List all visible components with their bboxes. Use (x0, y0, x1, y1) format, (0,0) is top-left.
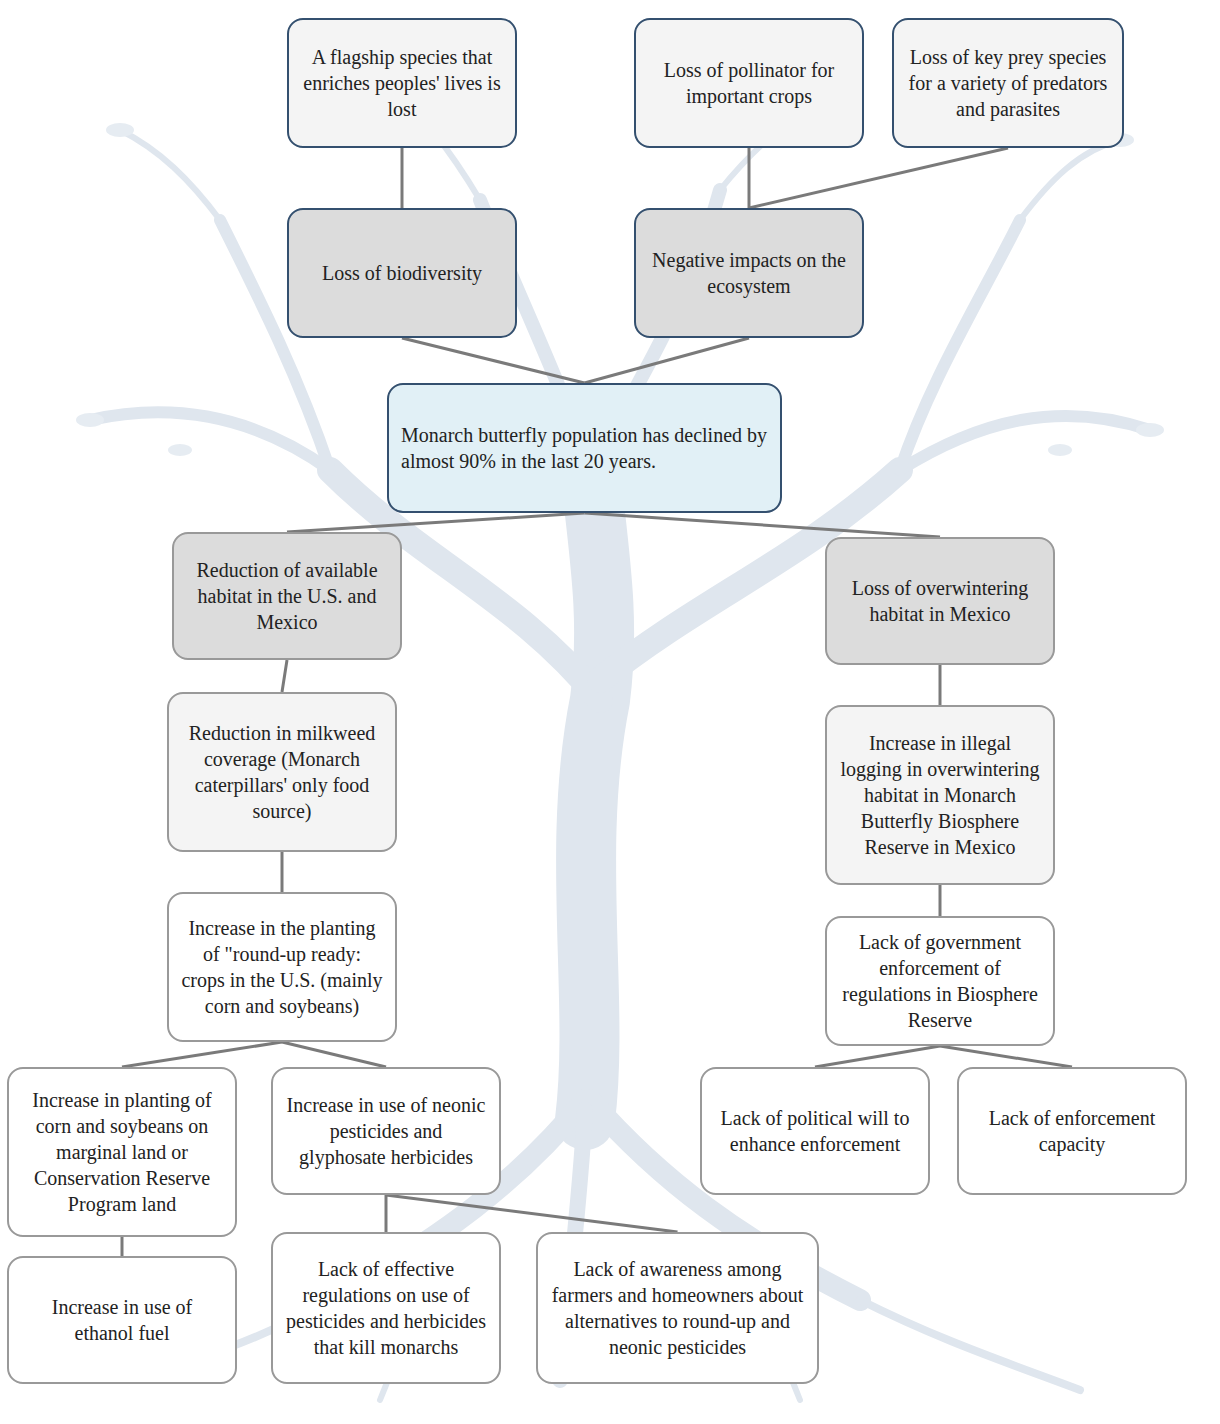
problem-box: Reduction of available habitat in the U.… (172, 532, 402, 660)
connector-line (815, 1046, 940, 1067)
problem-box: Increase in use of neonic pesticides and… (271, 1067, 501, 1195)
problem-box: Loss of pollinator for important crops (634, 18, 864, 148)
problem-box: Loss of key prey species for a variety o… (892, 18, 1124, 148)
box-text: Increase in use of ethanol fuel (21, 1294, 223, 1346)
connector-line (939, 885, 942, 916)
problem-box: Increase in use of ethanol fuel (7, 1256, 237, 1384)
connector-line (748, 148, 751, 208)
problem-box: Increase in planting of corn and soybean… (7, 1067, 237, 1237)
box-text: Reduction in milkweed coverage (Monarch … (181, 720, 383, 824)
problem-box: Lack of effective regulations on use of … (271, 1232, 501, 1384)
tree-branches (90, 80, 1150, 1400)
box-text: Reduction of available habitat in the U.… (186, 557, 388, 635)
problem-box: Monarch butterfly population has decline… (387, 383, 782, 513)
problem-box: Increase in illegal logging in overwinte… (825, 705, 1055, 885)
box-text: Loss of pollinator for important crops (648, 57, 850, 109)
box-text: Lack of effective regulations on use of … (285, 1256, 487, 1360)
box-text: Increase in use of neonic pesticides and… (285, 1092, 487, 1170)
connector-line (122, 1042, 282, 1067)
connector-line (287, 513, 585, 532)
box-text: Increase in the planting of "round-up re… (181, 915, 383, 1019)
problem-box: Lack of political will to enhance enforc… (700, 1067, 930, 1195)
box-text: Negative impacts on the ecosystem (648, 247, 850, 299)
box-text: Loss of biodiversity (301, 260, 503, 286)
connector-line (385, 1195, 388, 1232)
problem-box: Lack of government enforcement of regula… (825, 916, 1055, 1046)
connector-line (402, 338, 585, 383)
connector-line (121, 1237, 124, 1256)
connector-line (940, 1046, 1072, 1067)
connector-line (585, 513, 941, 537)
box-text: A flagship species that enriches peoples… (301, 44, 503, 122)
box-text: Monarch butterfly population has decline… (401, 422, 768, 474)
problem-box: Loss of biodiversity (287, 208, 517, 338)
connector-line (386, 1195, 678, 1232)
problem-box: Lack of awareness among farmers and home… (536, 1232, 819, 1384)
problem-box: Lack of enforcement capacity (957, 1067, 1187, 1195)
box-text: Lack of enforcement capacity (971, 1105, 1173, 1157)
problem-box: A flagship species that enriches peoples… (287, 18, 517, 148)
connector-line (939, 665, 942, 705)
box-text: Lack of government enforcement of regula… (839, 929, 1041, 1033)
box-text: Increase in planting of corn and soybean… (21, 1087, 223, 1217)
connector-line (281, 852, 284, 892)
problem-box: Loss of overwintering habitat in Mexico (825, 537, 1055, 665)
box-text: Increase in illegal logging in overwinte… (839, 730, 1041, 860)
connector-line (282, 660, 287, 692)
box-text: Loss of key prey species for a variety o… (906, 44, 1110, 122)
connector-line (749, 148, 1008, 208)
box-text: Lack of awareness among farmers and home… (550, 1256, 805, 1360)
problem-box: Reduction in milkweed coverage (Monarch … (167, 692, 397, 852)
problem-box: Increase in the planting of "round-up re… (167, 892, 397, 1042)
box-text: Lack of political will to enhance enforc… (714, 1105, 916, 1157)
connector-line (585, 338, 750, 383)
connector-line (401, 148, 404, 208)
problem-box: Negative impacts on the ecosystem (634, 208, 864, 338)
box-text: Loss of overwintering habitat in Mexico (839, 575, 1041, 627)
connector-line (282, 1042, 386, 1067)
